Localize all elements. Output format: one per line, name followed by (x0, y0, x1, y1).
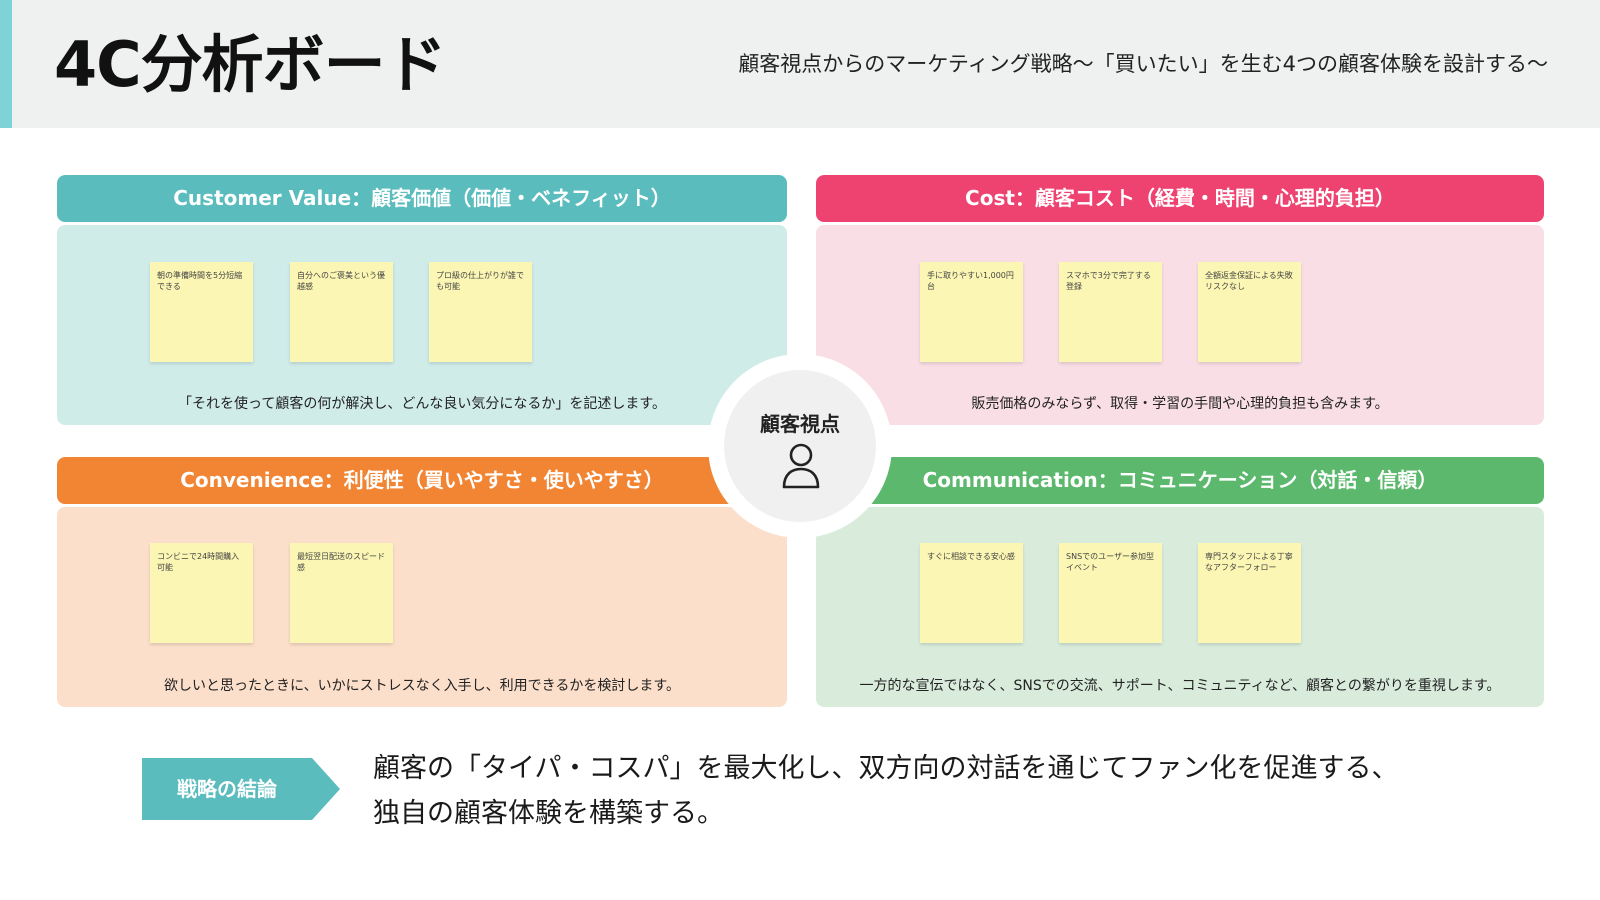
sticky-note[interactable]: すぐに相談できる安心感 (920, 543, 1023, 643)
conclusion-tag-label: 戦略の結論 (177, 777, 277, 801)
quadrant-customer-value: Customer Value：顧客価値（価値・ベネフィット） (57, 175, 787, 425)
quadrant-description: 「それを使って顧客の何が解決し、どんな良い気分になるか」を記述します。 (178, 396, 666, 412)
quadrant-title: Communication：コミュニケーション（対話・信頼） (816, 457, 1544, 504)
conclusion-tag (142, 758, 340, 820)
page-header (0, 0, 1600, 128)
sticky-note[interactable]: 全額返金保証による失敗リスクなし (1198, 262, 1301, 362)
sticky-note[interactable]: SNSでのユーザー参加型イベント (1059, 543, 1162, 643)
sticky-note[interactable]: 手に取りやすい1,000円台 (920, 262, 1023, 362)
conclusion-text: 顧客の「タイパ・コスパ」を最大化し、双方向の対話を通じてファン化を促進する、 独… (373, 746, 1398, 836)
quadrant-title: Cost：顧客コスト（経費・時間・心理的負担） (816, 175, 1544, 222)
quadrant-description: 一方的な宣伝ではなく、SNSでの交流、サポート、コミュニティなど、顧客との繋がり… (859, 678, 1501, 694)
quadrant-title: Customer Value：顧客価値（価値・ベネフィット） (57, 175, 787, 222)
sticky-note[interactable]: プロ級の仕上がりが誰でも可能 (429, 262, 532, 362)
user-icon (782, 443, 820, 489)
conclusion-line: 顧客の「タイパ・コスパ」を最大化し、双方向の対話を通じてファン化を促進する、 (373, 753, 1399, 784)
center-label: 顧客視点 (760, 412, 840, 436)
sticky-note[interactable]: 自分へのご褒美という優越感 (290, 262, 393, 362)
sticky-note[interactable]: 専門スタッフによる丁寧なアフターフォロー (1198, 543, 1301, 643)
page-subtitle: 顧客視点からのマーケティング戦略〜「買いたい」を生む4つの顧客体験を設計する〜 (738, 52, 1548, 76)
quadrant-title: Convenience：利便性（買いやすさ・使いやすさ） (57, 457, 787, 504)
sticky-note[interactable]: 最短翌日配送のスピード感 (290, 543, 393, 643)
conclusion-line: 独自の顧客体験を構築する。 (373, 798, 724, 829)
quadrant-description: 販売価格のみならず、取得・学習の手間や心理的負担も含みます。 (971, 396, 1389, 412)
quadrant-description: 欲しいと思ったときに、いかにストレスなく入手し、利用できるかを検討します。 (164, 678, 680, 694)
header-accent-bar (0, 0, 12, 128)
sticky-note[interactable]: コンビニで24時間購入可能 (150, 543, 253, 643)
sticky-note[interactable]: スマホで3分で完了する登録 (1059, 262, 1162, 362)
page-title: 4C分析ボード (54, 28, 447, 101)
sticky-note[interactable]: 朝の準備時間を5分短縮できる (150, 262, 253, 362)
